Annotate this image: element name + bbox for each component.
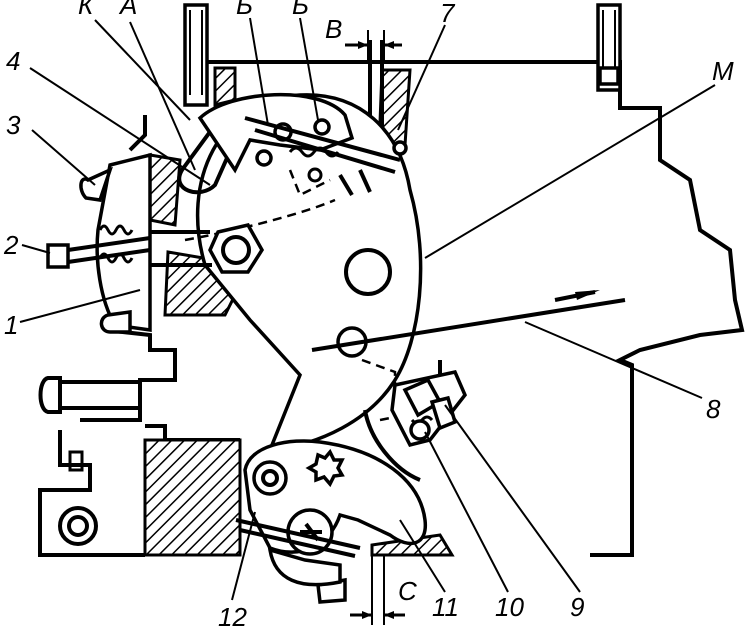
label-A: А [118, 0, 137, 20]
dimension-marks [345, 30, 405, 625]
carburetor-body [38, 60, 745, 557]
label-10: 10 [495, 592, 524, 622]
label-11: 11 [432, 592, 459, 622]
upper-lever [197, 93, 408, 197]
choke-assembly [46, 152, 265, 334]
label-2: 2 [3, 230, 19, 260]
callout-labels: К А Б Б В 7 М 4 3 2 1 8 9 10 11 12 С [3, 0, 734, 632]
mounting-hole [58, 506, 98, 546]
label-C: С [398, 576, 417, 606]
screw-2-head [46, 243, 70, 269]
label-1: 1 [4, 310, 18, 340]
label-4: 4 [6, 46, 20, 76]
flow-axis [311, 290, 626, 352]
label-8: 8 [706, 394, 721, 424]
hex-nut [208, 222, 265, 274]
label-3: 3 [6, 110, 21, 140]
star-nut [305, 448, 345, 488]
cam-hole-upper [344, 248, 392, 296]
small-tab [68, 450, 84, 472]
leader-lines [19, 17, 716, 601]
label-B2: Б [292, 0, 309, 20]
label-K: К [78, 0, 95, 20]
label-7: 7 [440, 0, 456, 28]
label-9: 9 [570, 592, 584, 622]
adjusting-screw [390, 369, 468, 448]
label-12: 12 [218, 602, 247, 632]
label-B1: Б [236, 0, 253, 20]
label-V: В [325, 14, 342, 44]
label-M: М [712, 56, 734, 86]
left-stud [183, 3, 209, 107]
lever-pivot [252, 460, 288, 496]
top-studs [183, 3, 622, 107]
